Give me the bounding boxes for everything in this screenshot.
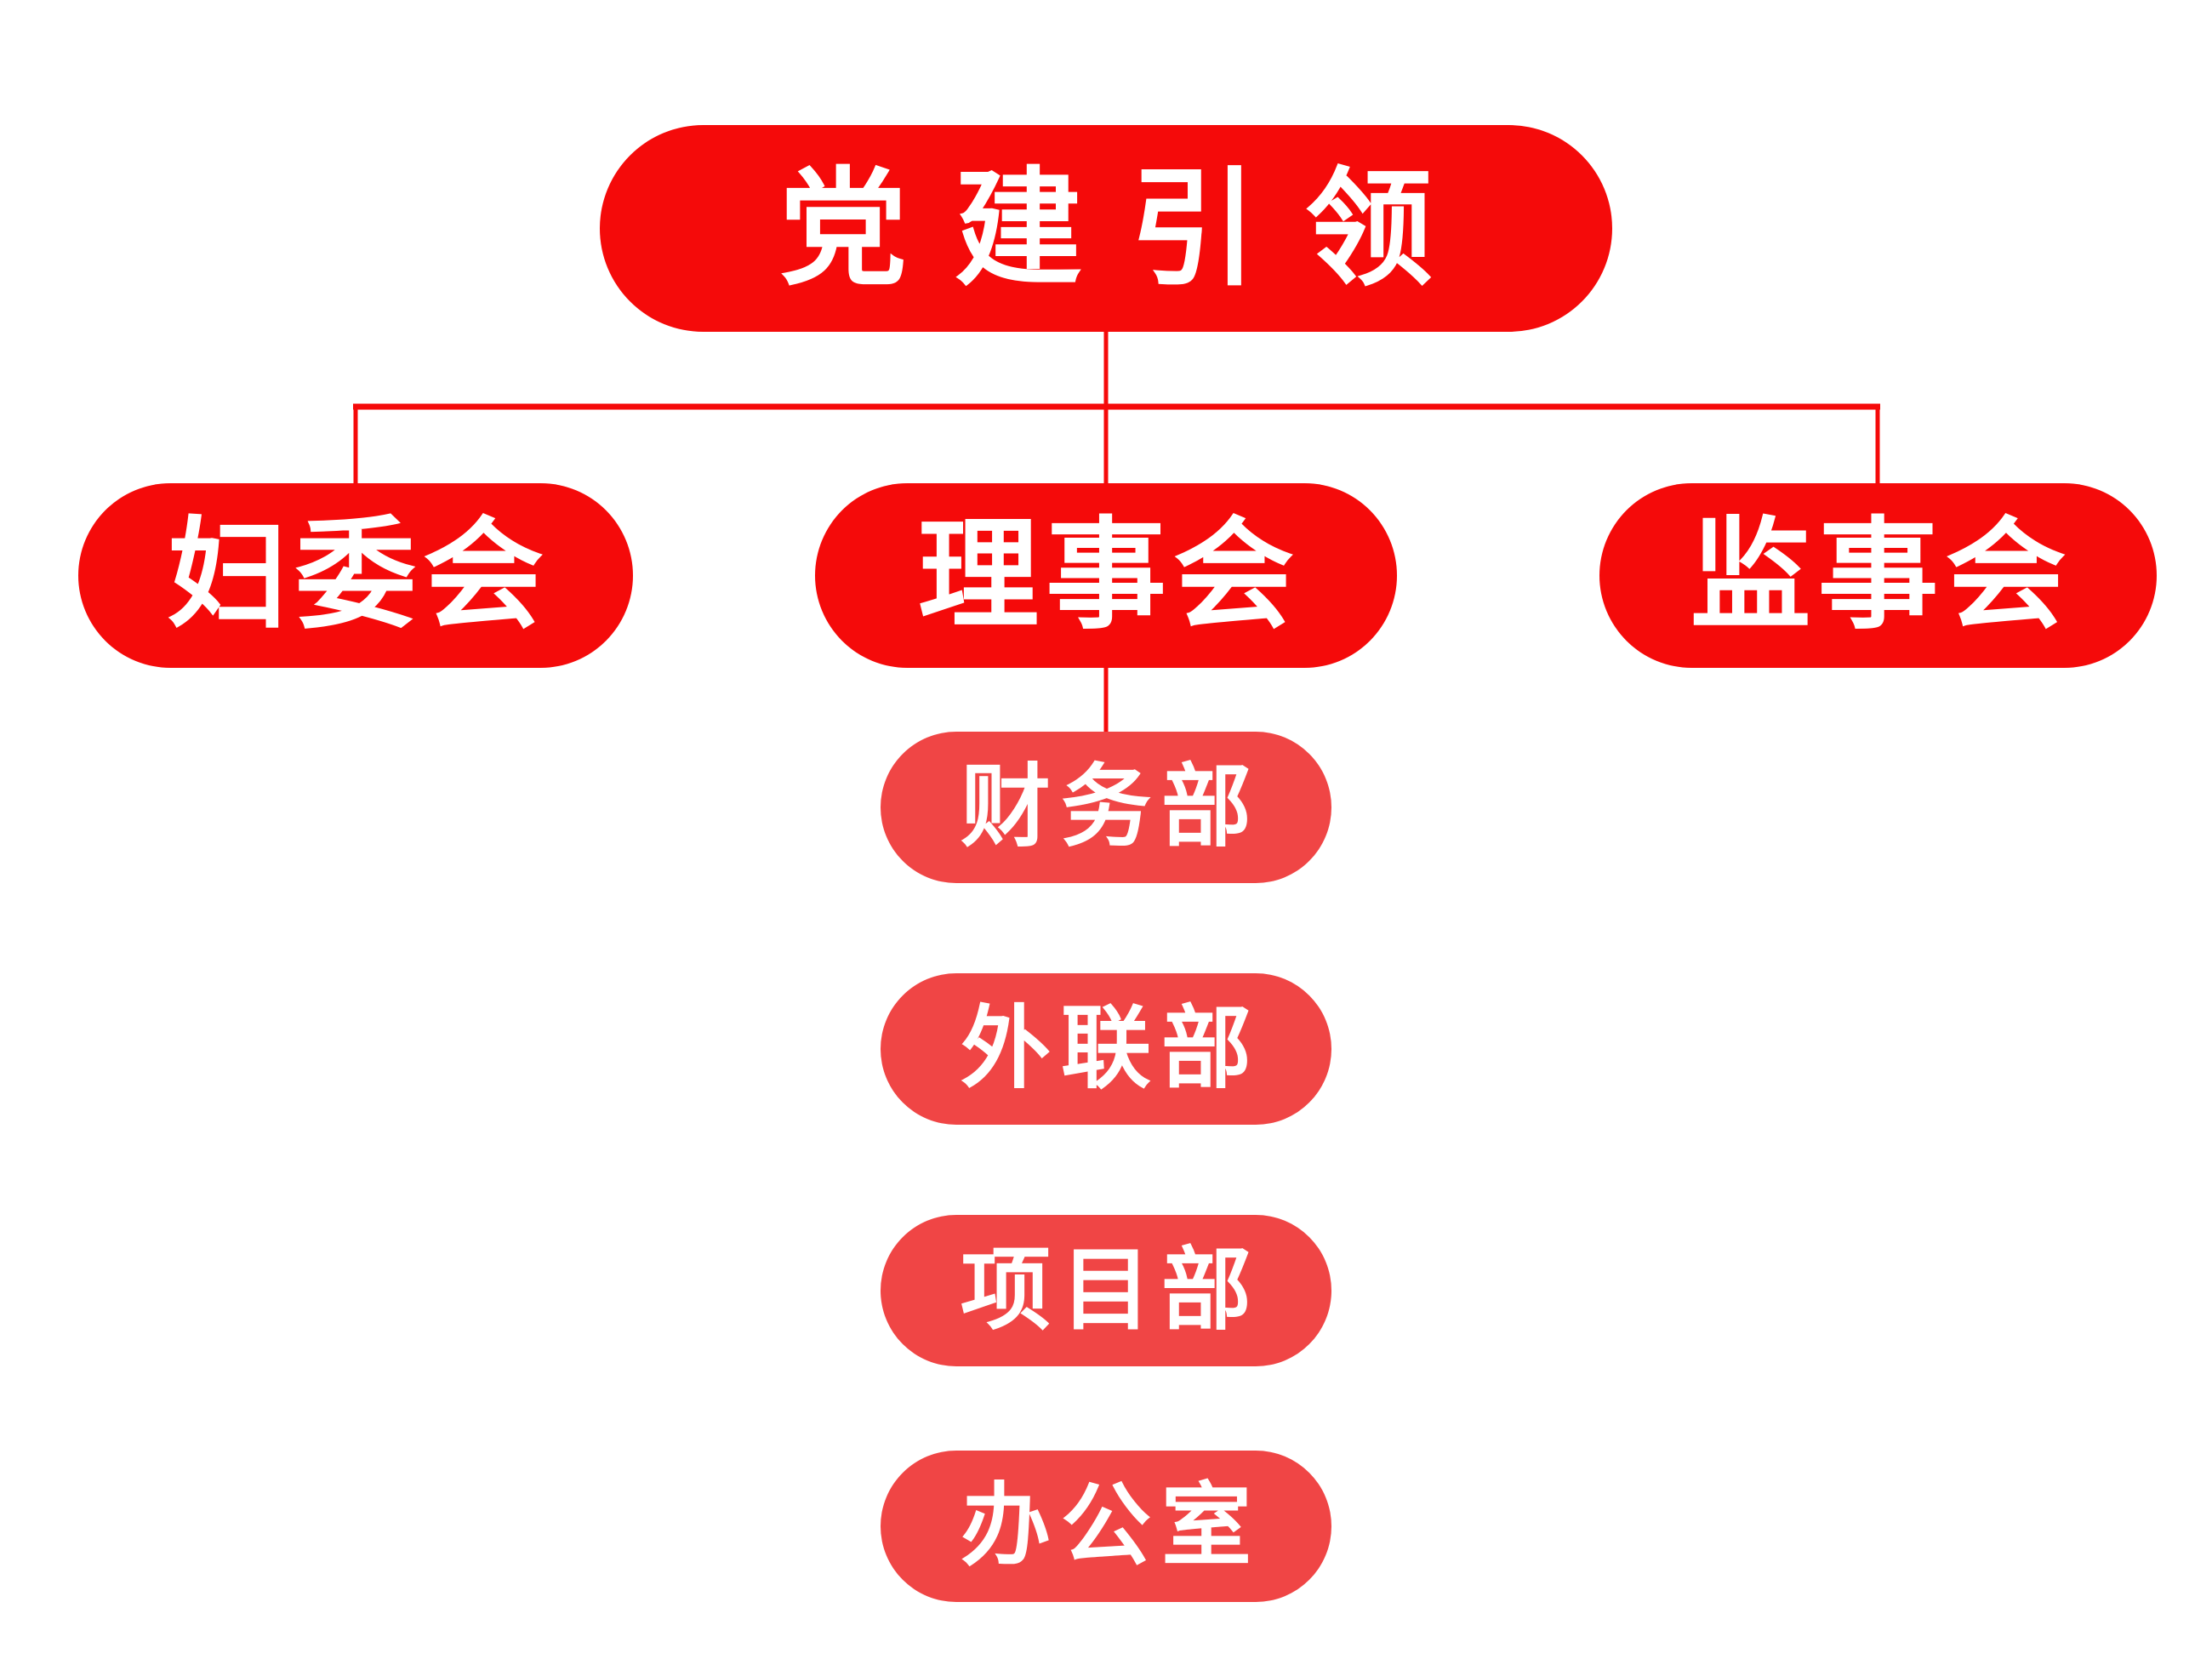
node-finance-dept: 财务部 — [881, 732, 1331, 883]
node-party-building-leadership: 党建引领 — [600, 125, 1612, 332]
node-project-dept-label: 项目部 — [961, 1240, 1262, 1341]
node-supervisory-board: 监事会 — [1599, 483, 2157, 668]
node-council: 理事会 — [815, 483, 1397, 668]
node-womens-committee-label: 妇委会 — [168, 507, 550, 643]
node-council-label: 理事会 — [918, 507, 1301, 643]
node-party-building-leadership-label: 党建引领 — [778, 157, 1480, 300]
node-supervisory-board-label: 监事会 — [1690, 507, 2073, 643]
node-office-label: 办公室 — [961, 1476, 1262, 1576]
node-office: 办公室 — [881, 1451, 1331, 1602]
node-external-relations-dept: 外联部 — [881, 973, 1331, 1125]
node-womens-committee: 妇委会 — [78, 483, 633, 668]
node-finance-dept-label: 财务部 — [961, 757, 1262, 858]
node-project-dept: 项目部 — [881, 1215, 1331, 1366]
node-external-relations-dept-label: 外联部 — [961, 999, 1262, 1099]
